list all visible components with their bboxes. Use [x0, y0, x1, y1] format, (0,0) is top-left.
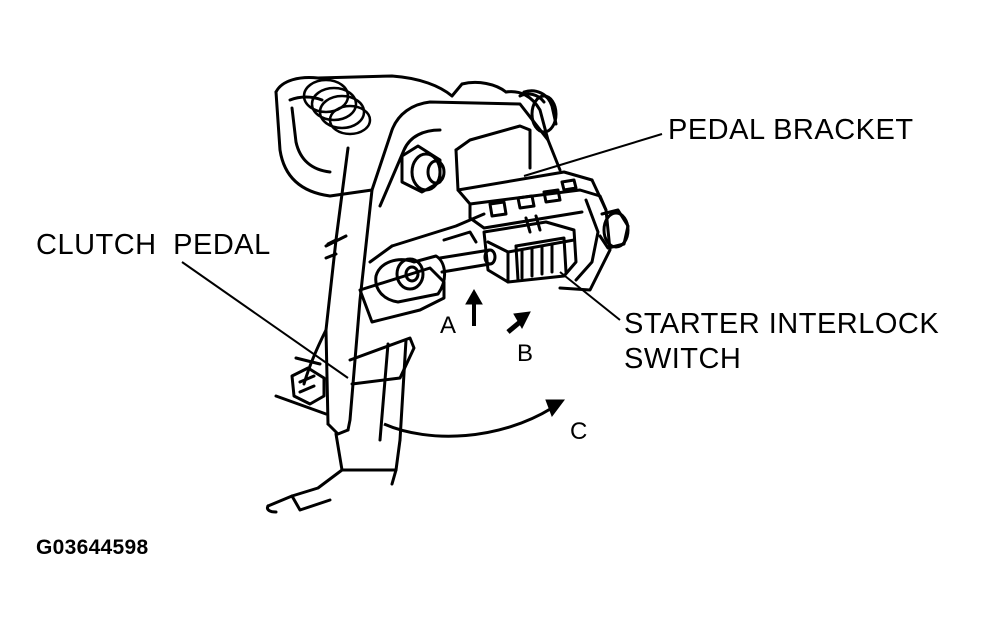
arrow-c-icon — [383, 399, 565, 438]
starter-interlock-switch-body — [482, 214, 578, 284]
leader-pedal-bracket — [523, 133, 663, 177]
pedal-bracket-body — [368, 100, 562, 264]
starter-interlock-label-line2: SWITCH — [624, 343, 742, 375]
switch-plunger — [438, 230, 497, 274]
cable-line — [324, 234, 348, 260]
pedal-pad — [266, 432, 402, 514]
upper-mount-tab — [522, 89, 558, 134]
arrow-c-label: C — [570, 418, 588, 445]
pedal-clevis — [374, 254, 446, 304]
mount-plate — [274, 74, 550, 198]
arrow-b-label: B — [517, 340, 534, 367]
side-bolt — [598, 208, 630, 250]
leader-clutch-pedal — [181, 261, 349, 379]
figure-id: G03644598 — [36, 536, 149, 559]
arrow-b-icon — [506, 311, 531, 334]
switch-bracket — [454, 124, 612, 292]
motion-arrows — [383, 288, 565, 438]
return-spring — [302, 78, 372, 136]
leader-starter-interlock — [559, 271, 621, 321]
arrow-a-label: A — [440, 312, 457, 339]
clutch-pedal-arm — [302, 146, 446, 442]
arrow-a-icon — [465, 288, 483, 326]
pivot-bolt — [400, 144, 446, 194]
leader-lines — [181, 133, 663, 379]
starter-interlock-label: STARTER INTERLOCK — [624, 308, 940, 340]
lower-nut — [274, 356, 328, 416]
pedal-bracket-label: PEDAL BRACKET — [668, 114, 914, 146]
clutch-pedal-label: CLUTCH PEDAL — [36, 229, 271, 261]
